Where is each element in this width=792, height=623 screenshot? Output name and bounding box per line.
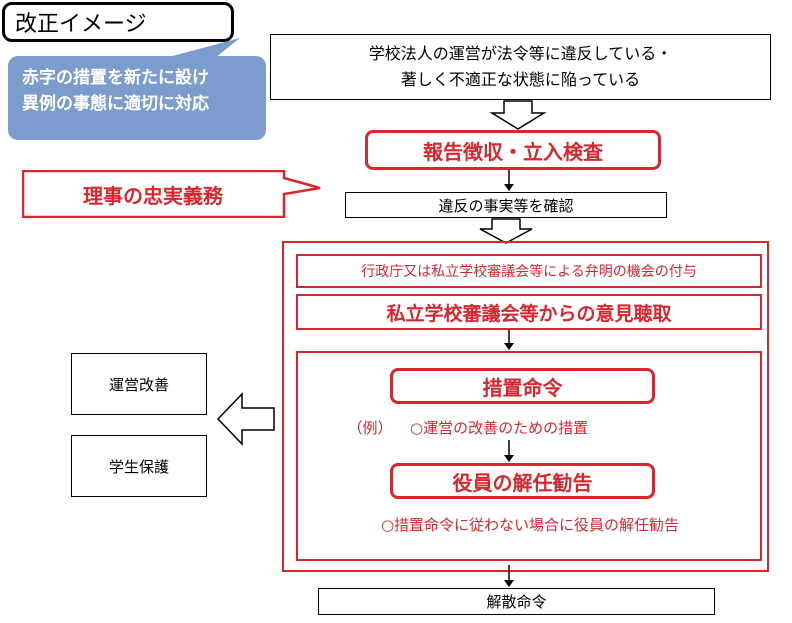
- down-arrow: [504, 330, 514, 350]
- callout-note-line2: 異例の事態に適切に対応: [22, 94, 209, 114]
- left-arrow-hollow: [216, 392, 275, 446]
- duty-callout-shape: [22, 170, 321, 218]
- outcome-improvement-box: 運営改善: [71, 353, 207, 415]
- down-arrow: [504, 565, 514, 587]
- outcome-student-protection-box: 学生保護: [71, 435, 207, 497]
- hearing-opportunity-box: 行政庁又は私立学校審議会等による弁明の機会の付与: [296, 254, 762, 288]
- statement-box: 学校法人の運営が法令等に違反している・ 著しく不適正な状態に陥っている: [270, 34, 771, 100]
- callout-note-line1: 赤字の措置を新たに設け: [22, 68, 209, 88]
- opinion-hearing-box: 私立学校審議会等からの意見聴取: [296, 294, 762, 330]
- dismissal-recommendation-note: ○措置命令に従わない場合に役員の解任勧告: [380, 515, 680, 534]
- callout-note: 赤字の措置を新たに設け 異例の事態に適切に対応: [8, 56, 266, 140]
- page-title: 改正イメージ: [2, 2, 234, 42]
- confirm-violation-box: 違反の事実等を確認: [345, 192, 667, 218]
- down-arrow-hollow: [489, 100, 547, 130]
- statement-line2: 著しく不適正な状態に陥っている: [400, 70, 641, 89]
- dismissal-recommendation-box: 役員の解任勧告: [390, 463, 655, 499]
- statement-line1: 学校法人の運営が法令等に違反している・: [368, 44, 673, 63]
- duty-label: 理事の忠実義務: [83, 183, 223, 208]
- down-arrow-hollow: [479, 218, 533, 244]
- down-arrow: [504, 170, 514, 191]
- down-arrow: [504, 440, 514, 462]
- example-label: （例）: [347, 418, 393, 437]
- orders-container: [296, 351, 762, 561]
- report-inspection-box: 報告徴収・立入検査: [365, 130, 661, 170]
- measures-container: [282, 241, 769, 572]
- measure-order-box: 措置命令: [390, 368, 655, 404]
- example-text: ○運営の改善のための措置: [410, 418, 589, 437]
- dissolution-order-box: 解散命令: [318, 588, 715, 615]
